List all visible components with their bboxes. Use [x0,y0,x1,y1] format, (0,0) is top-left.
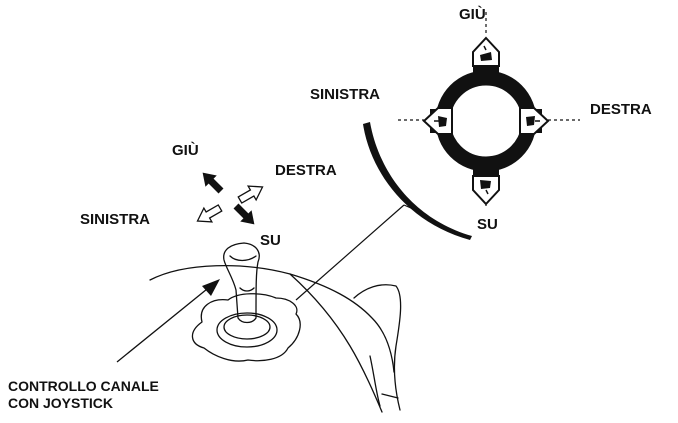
ring-tab-top [472,36,500,67]
callout-leader-line [403,204,421,213]
joystick-stick-detail [229,255,257,292]
joystick-caption: CONTROLLO CANALE CON JOYSTICK [8,378,159,412]
ring-label-top: GIÙ [459,6,486,23]
caption-line-2: CON JOYSTICK [8,395,114,411]
joystick-console [149,242,402,413]
ring-label-bottom: SU [477,216,498,233]
console-panel [353,284,402,411]
arrow-label-left: SINISTRA [80,211,151,228]
joystick-base-ring [223,314,271,340]
bucket-icon [434,116,447,127]
joystick-stick [223,242,260,324]
zoom-callout [295,122,472,301]
ring-tab-left [422,107,453,135]
bucket-icon [480,180,491,195]
joystick-base-ring [216,312,278,348]
arrow-label-right: DESTRA [275,162,337,179]
ring-tab-right [519,107,550,135]
pointer-line [116,284,213,363]
bucket-icon [526,116,540,126]
arrow-label-top: GIÙ [172,142,199,159]
arrow-solid-down-right-icon [233,203,255,225]
pointer-arrowhead-icon [202,279,220,296]
control-ring [398,12,580,206]
bucket-icon [480,45,492,61]
ring-body [435,70,537,172]
caption-line-1: CONTROLLO CANALE [8,378,159,394]
direction-arrows [196,172,264,225]
joystick-boot [191,293,301,362]
arrow-solid-up-left-icon [202,172,224,194]
arrow-label-bottom: SU [260,232,281,249]
ring-label-right: DESTRA [590,101,652,118]
callout-leader-line [295,204,405,301]
console-outline [149,264,395,373]
pointer-leader [116,279,220,363]
console-panel-detail [369,355,399,407]
ring-label-left: SINISTRA [310,86,381,103]
ring-tab-bottom [472,175,500,206]
arrow-hollow-up-right-icon [237,185,264,204]
arrow-hollow-down-left-icon [196,204,223,223]
console-edge [289,273,383,413]
